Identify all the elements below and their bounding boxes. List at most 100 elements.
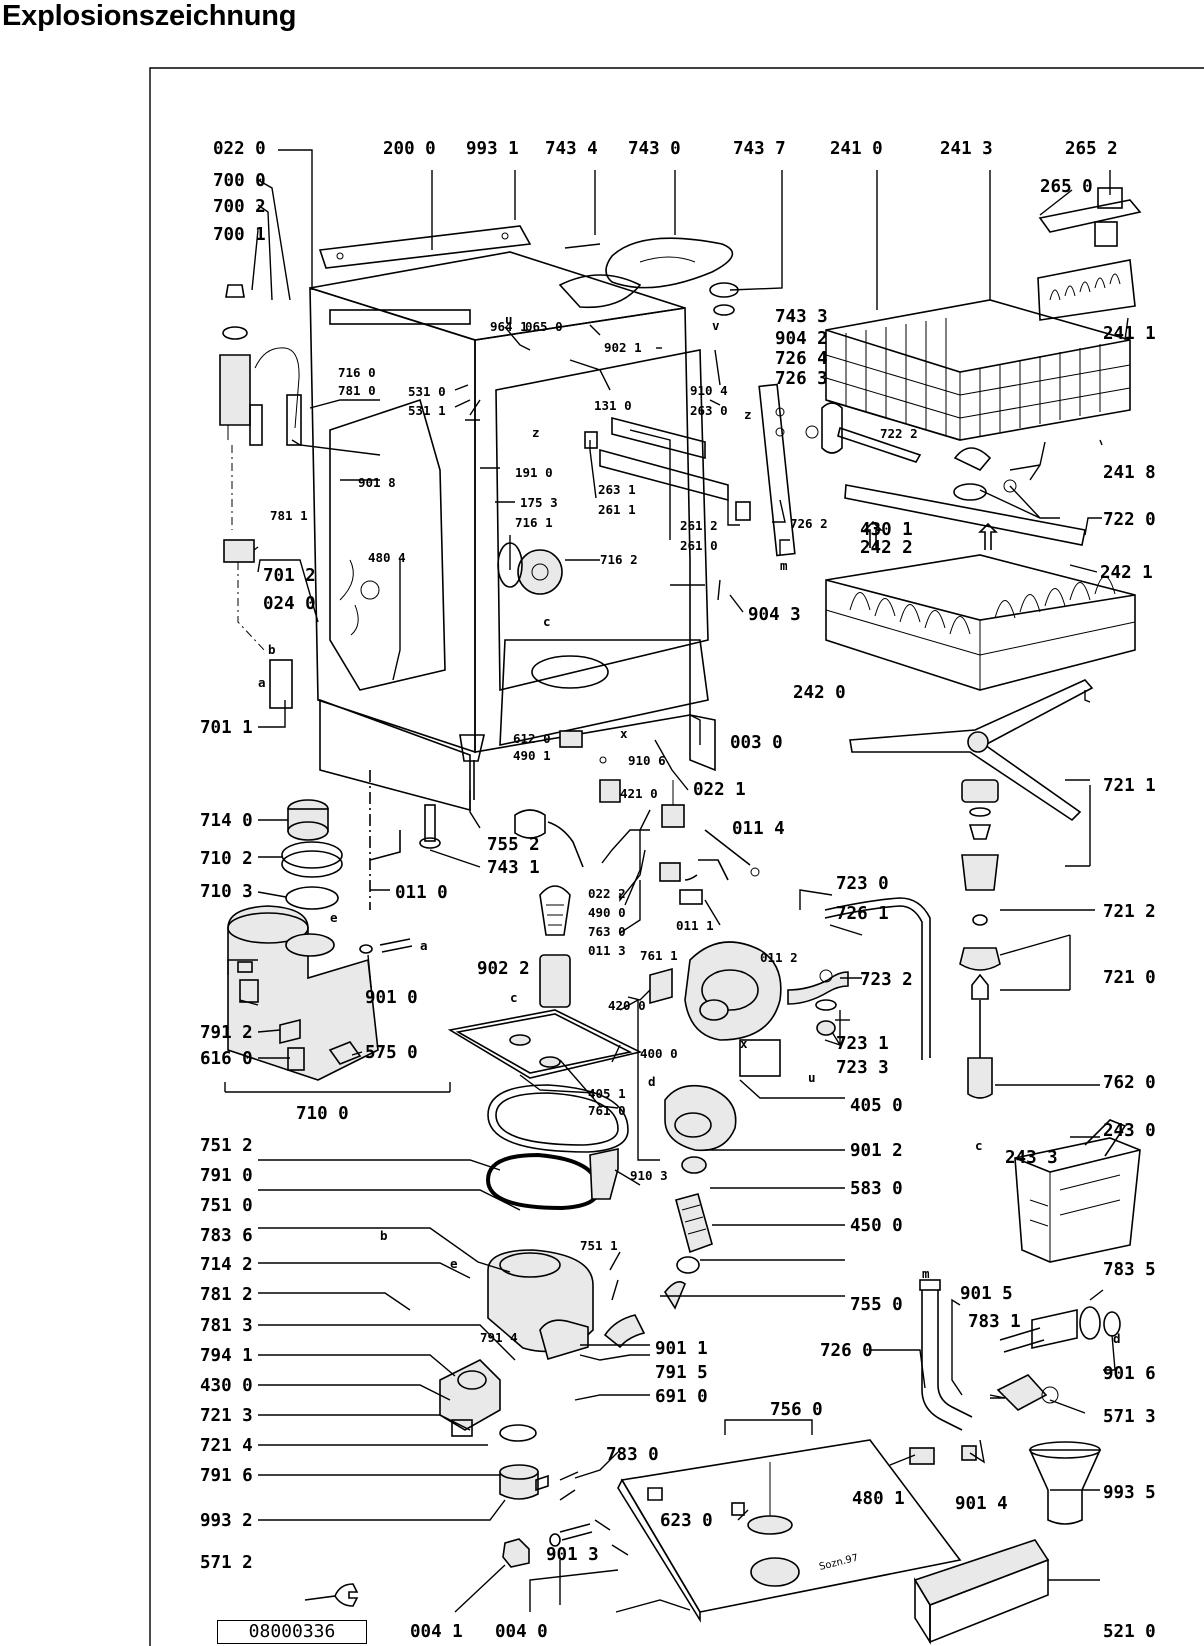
callout: 755 0	[850, 1295, 903, 1315]
callout: 901 2	[850, 1141, 903, 1161]
callout: 781 0	[338, 383, 376, 398]
ref-letter: d	[1113, 1331, 1121, 1346]
callout: 420 0	[608, 998, 646, 1013]
ref-letter: c	[975, 1138, 983, 1153]
wrench-tool	[304, 1583, 359, 1607]
callout-labels: 022 0 200 0 993 1 743 4 743 0 743 7 241 …	[200, 139, 1156, 1642]
callout: 022 0	[213, 139, 266, 159]
top-plate	[318, 225, 532, 269]
upper-basket	[825, 299, 1131, 441]
callout: 901 3	[546, 1545, 599, 1565]
callout: 011 3	[588, 943, 626, 958]
cutlery-shelf	[1037, 187, 1142, 321]
callout: 901 0	[365, 988, 418, 1008]
callout: 751 1	[580, 1238, 618, 1253]
ref-letter: a	[258, 675, 266, 690]
callout: 993 2	[200, 1511, 253, 1531]
callout: 430 0	[200, 1376, 253, 1396]
callout: 616 0	[200, 1049, 253, 1069]
callout: 910 4	[690, 383, 728, 398]
water-connection-parts	[996, 1306, 1121, 1525]
callout: 791 4	[480, 1330, 518, 1345]
callout: 722 2	[880, 426, 918, 441]
ref-letter: a	[420, 938, 428, 953]
ref-letter: u	[808, 1070, 816, 1085]
callout: 691 0	[655, 1387, 708, 1407]
callout: 450 0	[850, 1216, 903, 1236]
drawing-mark: Sozn.97	[818, 1553, 859, 1573]
callout: 751 2	[200, 1136, 253, 1156]
callout: 901 5	[960, 1284, 1013, 1304]
callout: 964 1	[490, 319, 528, 334]
callout: 701 2	[263, 566, 316, 586]
diagram-frame	[149, 67, 1204, 1646]
callout: 241 0	[830, 139, 883, 159]
filter-and-sump	[447, 885, 643, 1361]
tub-cabinet	[309, 251, 716, 812]
spray-cover	[564, 237, 739, 316]
callout: 405 0	[850, 1096, 903, 1116]
callout: 131 0	[594, 398, 632, 413]
callout: 714 0	[200, 811, 253, 831]
fill-pipe	[919, 1279, 973, 1431]
callout: 405 1	[588, 1086, 626, 1101]
callout: 261 0	[680, 538, 718, 553]
callout: 743 3	[775, 307, 828, 327]
callout: 904 2	[775, 329, 828, 349]
callout: 781 3	[200, 1316, 253, 1336]
callout: 783 1	[968, 1312, 1021, 1332]
callout: 265 0	[1040, 177, 1093, 197]
callout: 726 0	[820, 1341, 873, 1361]
callout: 723 2	[860, 970, 913, 990]
callout: 243 3	[1005, 1148, 1058, 1168]
callout: 726 2	[790, 516, 828, 531]
callout: 242 2	[860, 538, 913, 558]
ref-letter: e	[330, 910, 338, 925]
ref-letter: c	[510, 990, 518, 1005]
upper-spray-arm	[837, 426, 1086, 546]
callout: 710 2	[200, 849, 253, 869]
callout: 575 0	[365, 1043, 418, 1063]
callout: 791 2	[200, 1023, 253, 1043]
page-title: Explosionszeichnung	[2, 0, 297, 32]
callout: 756 0	[770, 1400, 823, 1420]
callout: 430 1	[860, 520, 913, 540]
callout: 723 3	[836, 1058, 889, 1078]
callout: 011 1	[676, 918, 714, 933]
callout: 783 0	[606, 1445, 659, 1465]
ref-letter: z	[744, 407, 752, 422]
callout: 723 0	[836, 874, 889, 894]
callout: 901 8	[358, 475, 396, 490]
drawing-number-box: 08000336	[217, 1620, 367, 1644]
callout: 571 2	[200, 1553, 253, 1573]
callout: 743 0	[628, 139, 681, 159]
callout: 263 1	[598, 482, 636, 497]
callout: 242 1	[1100, 563, 1153, 583]
callout: 993 5	[1103, 1483, 1156, 1503]
callout: 011 4	[732, 819, 785, 839]
softener-assembly	[219, 284, 451, 1093]
callout: 004 0	[495, 1622, 548, 1642]
callout: 910 3	[630, 1168, 668, 1183]
ref-letter: m	[780, 558, 788, 573]
callout: 400 0	[640, 1046, 678, 1061]
callout: 751 0	[200, 1196, 253, 1216]
callout: 421 0	[620, 786, 658, 801]
callout: 794 1	[200, 1346, 253, 1366]
callout: 480 4	[368, 550, 406, 565]
callout: 065 0	[525, 319, 563, 334]
callout: 904 3	[748, 605, 801, 625]
callout: 716 2	[600, 552, 638, 567]
callout: 762 0	[1103, 1073, 1156, 1093]
callout: 261 2	[680, 518, 718, 533]
callout: 721 3	[200, 1406, 253, 1426]
callout: 612 0	[513, 731, 551, 746]
callout: 521 0	[1103, 1622, 1156, 1642]
callout: 902 2	[477, 959, 530, 979]
control-panel	[913, 1539, 1050, 1645]
callout: 721 2	[1103, 902, 1156, 922]
callout: 783 5	[1103, 1260, 1156, 1280]
base-plate	[617, 1439, 962, 1623]
callout: 743 7	[733, 139, 786, 159]
